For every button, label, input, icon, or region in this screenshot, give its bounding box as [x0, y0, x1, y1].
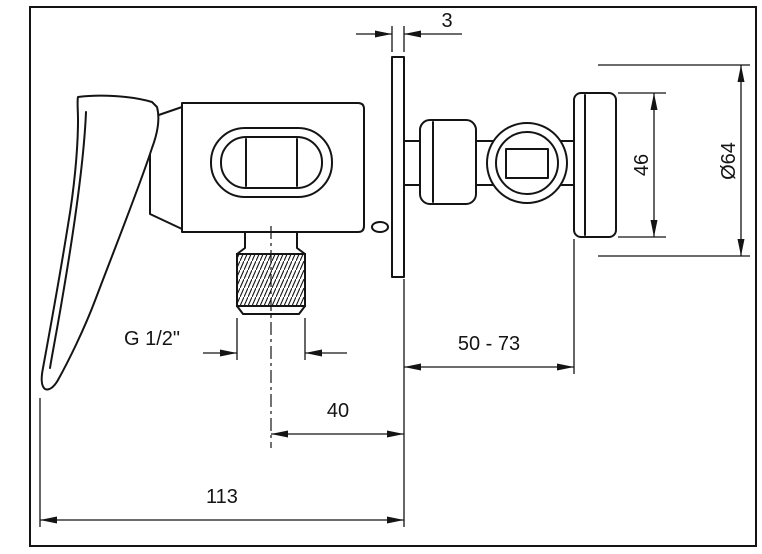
wall-plate: [391, 56, 405, 278]
dim-label-flange-diameter: Ø64: [718, 142, 740, 180]
dim-label-flange-spacing: 46: [631, 154, 653, 176]
drawing-frame: [29, 6, 757, 547]
body-detail-hole: [371, 221, 389, 233]
dim-label-overall-width: 113: [206, 486, 238, 508]
eccentric-union: [419, 119, 477, 205]
dim-flange-diameter: Ø64: [598, 64, 750, 257]
union-nut: [486, 122, 568, 204]
dim-wall-depth-range: 50 - 73: [404, 239, 575, 374]
dim-label-plate-thickness: 3: [441, 10, 452, 32]
dim-outlet-offset: 40: [271, 400, 404, 438]
faucet-body: [181, 102, 389, 233]
wall-flange: [573, 92, 617, 238]
dim-label-wall-depth-range: 50 - 73: [458, 333, 520, 355]
dim-flange-spacing: 46: [618, 92, 666, 238]
lever-handle: [40, 94, 160, 391]
dim-thread: G 1/2": [124, 318, 347, 360]
dim-label-outlet-offset: 40: [327, 400, 349, 422]
dim-overall-width: 113: [39, 398, 404, 527]
dim-label-thread: G 1/2": [124, 328, 180, 350]
dim-plate-thickness: 3: [356, 10, 462, 52]
